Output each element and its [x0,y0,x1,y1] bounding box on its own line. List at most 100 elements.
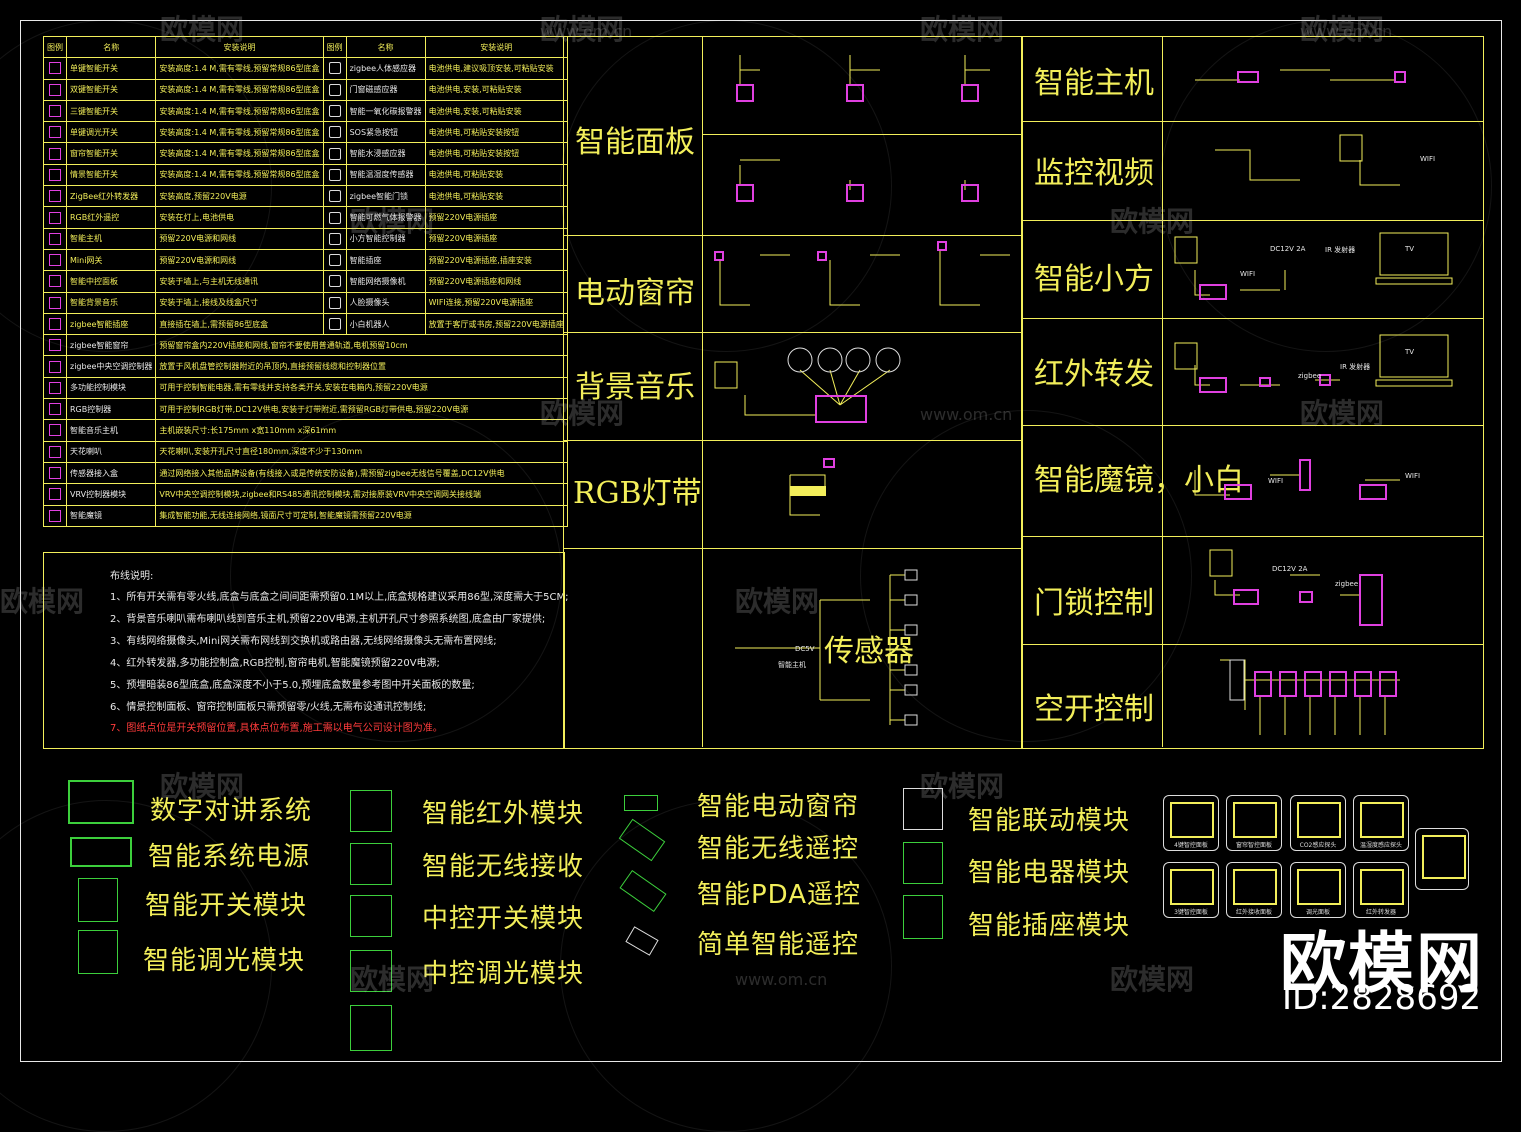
panel-label: CO2感应探头 [1299,842,1337,849]
system-grid-right [1021,36,1484,749]
watermark-text: 欧模网 [1300,397,1385,430]
grid-divider [1021,536,1483,537]
panel-label: 3键智控面板 [1174,909,1208,916]
section-lock: 门锁控制 [1034,586,1154,621]
section-rgb: RGB灯带 [573,476,702,511]
legend-row: 传感器接入盒通过网络接入其他品牌设备(有线接入或是传统安防设备),需预留zigb… [43,461,568,485]
panel-label: 温湿度感应探头 [1359,842,1402,849]
control-panel: 窗帘智控面板 [1226,795,1282,851]
watermark-text: 欧模网 [735,585,820,618]
section-ir: 红外转发 [1034,357,1154,392]
legend-item: 智能电器模块 [968,858,1131,888]
legend-row: 智能主机预留220V电源和网线小方智能控制器预留220V电源插座 [43,227,568,250]
appliance-module-icon [903,842,943,884]
legend-row: 双键智能开关安装高度:1.4 M,需有零线,预留常规86型底盒门窗磁感应器电池供… [43,78,568,101]
linkage-module-icon [903,788,943,830]
wifi-label: WIFI [1420,155,1436,163]
panel-label: 调光面板 [1305,909,1330,916]
ir-label: IR 发射器 [1325,246,1356,254]
legend-item: 智能无线遥控 [697,834,860,864]
section-sensor: 传感器 [824,634,914,669]
watermark-text: 欧模网 [350,963,435,996]
section-host: 智能主机 [1034,66,1154,101]
device-icon [322,57,347,80]
dc-label: DC12V 2A [1272,565,1308,573]
notes-line: 4、红外转发器,多功能控制盒,RGB控制,窗帘电机,智能魔镜预留220V电源; [110,658,440,669]
wiring-notes: 布线说明: 1、所有开关需有零火线,底盒与底盒之间间距需预留0.1M以上,底盒规… [43,552,569,749]
watermark-text: 欧模网 [0,585,85,618]
panel-label: 红外转发器 [1365,909,1396,916]
zigbee-label: zigbee [1298,372,1322,380]
legend-row: 智能中控面板安装于墙上,与主机无线通讯智能网络摄像机预留220V电源插座和网线 [43,270,568,293]
zigbee-label: zigbee [1335,580,1359,588]
legend-cell: 集成智能功能,无线连接网络,镜面尺寸可定制,智能魔镜需预留220V电源 [155,504,568,527]
device-icon [322,291,347,314]
host-label: 智能主机 [778,661,806,669]
tv-label: TV [1405,348,1415,356]
section-curtain: 电动窗帘 [575,276,695,311]
legend-row: RGB红外遥控安装在灯上,电池供电智能可燃气体报警器预留220V电源插座 [43,206,568,229]
legend-row: zigbee智能窗帘预留窗帘盒内220V插座和网线,窗帘不要使用普通轨道,电机预… [43,334,568,357]
legend-item: 智能电动窗帘 [697,792,860,822]
control-panel: 红外转发器 [1353,862,1409,918]
schematic-drawings [714,55,1453,735]
brand-logo: 欧模网 [1280,925,1484,1002]
control-panel: 3键智控面板 [1163,862,1219,918]
wifi-label: WIFI [1405,472,1421,480]
legend-item: 智能无线接收 [422,852,585,882]
grid-divider [563,332,1022,333]
grid-divider [702,36,703,747]
legend-item: 中控调光模块 [422,959,585,989]
notes-line-red: 7、图纸点位是开关预留位置,具体点位布置,施工需以电气公司设计图为准。 [110,723,443,734]
grid-divider [1021,318,1483,319]
legend-cell: 智能魔镜 [65,504,157,527]
dc-label: DC5V [795,645,815,653]
legend-item: 智能红外模块 [422,799,585,829]
watermark-circle [860,410,1192,742]
curtain-icon [624,795,658,811]
dc-label: DC12V 2A [1270,245,1306,253]
control-panel: 温湿度感应探头 [1353,795,1409,851]
watermark-circle [1160,20,1492,352]
legend-item: 智能开关模块 [145,891,308,921]
dimmer-module-icon [78,930,118,974]
notes-line: 6、情景控制面板、窗帘控制面板只需预留零/火线,无需布设通讯控制线; [110,702,427,713]
control-panel [1415,828,1469,890]
legend-item: 智能调光模块 [143,946,306,976]
panel-label: 窗帘智控面板 [1235,842,1272,849]
legend-row: zigbee智能插座直接插在墙上,需预留86型底盒小白机器人放置于客厅或书房,预… [43,312,568,336]
grid-divider [1021,220,1483,221]
section-smart-panel: 智能面板 [575,125,695,160]
grid-divider [1021,644,1483,645]
watermark-url: www.om.cn [540,22,633,41]
ir-label: IR 发射器 [1340,363,1371,371]
brand-id: ID:2828692 [1282,978,1482,1018]
panel-label: 红外接收面板 [1235,909,1272,916]
section-xiaofang: 智能小方 [1034,262,1154,297]
grid-divider [702,134,1022,135]
intercom-icon [68,780,134,824]
section-video: 监控视频 [1034,156,1154,191]
notes-line: 1、所有开关需有零火线,底盒与底盒之间间距需预留0.1M以上,底盒规格建议采用8… [110,592,569,603]
watermark-text: 欧模网 [160,770,245,803]
control-panel: 调光面板 [1290,862,1346,918]
receiver-module-icon [350,843,392,885]
tv-label: TV [1405,245,1415,253]
legend-cell: 电池供电,可粘贴安装按钮 [424,121,568,144]
legend-cell: 预留220V电源插座 [424,227,568,250]
watermark-url: www.om.cn [920,405,1013,424]
panel-label: 4键智控面板 [1174,842,1208,849]
watermark-text: 欧模网 [540,13,625,46]
notes-line: 5、预埋暗装86型底盒,底盒深度不小于5.0,预埋底盒数量参考图中开关面板的数量… [110,680,475,691]
control-panel: 4键智控面板 [1163,795,1219,851]
grid-divider [1021,121,1483,122]
grid-divider [563,548,1022,549]
legend-item: 智能PDA遥控 [697,880,862,910]
notes-title: 布线说明: [110,571,154,582]
watermark-text: 欧模网 [160,13,245,46]
wifi-label: WIFI [1240,270,1256,278]
